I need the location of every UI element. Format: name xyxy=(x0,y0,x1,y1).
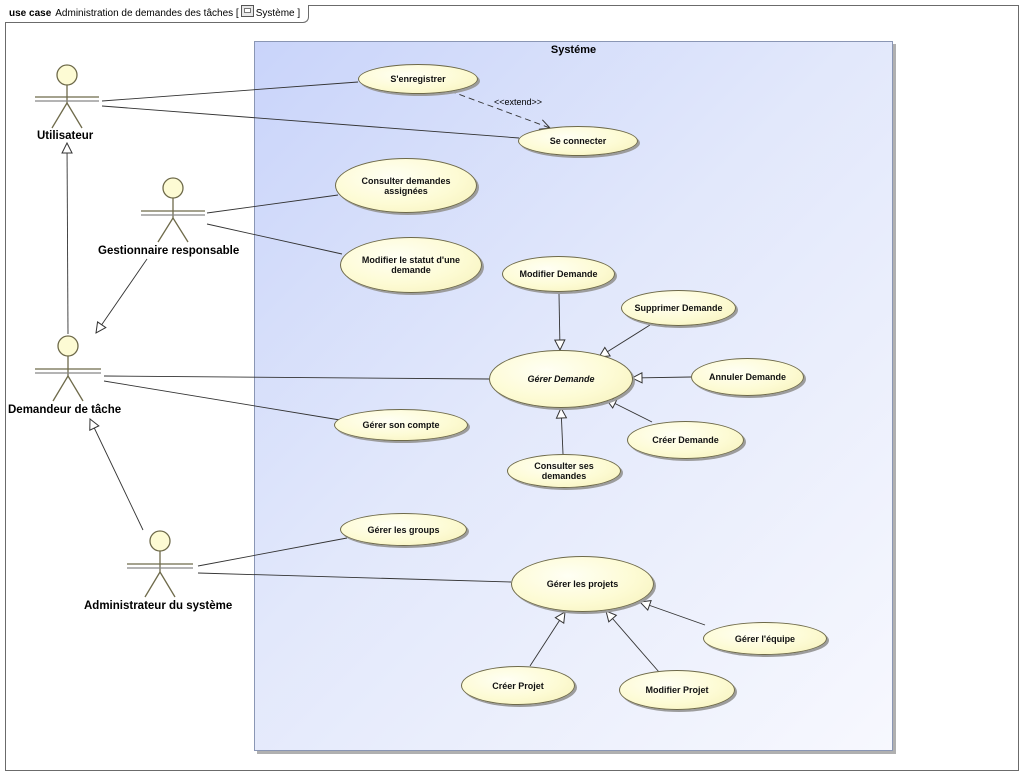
actor-figure-utilisateur[interactable] xyxy=(35,64,99,129)
assoc-gestionnaire-modifierstatut xyxy=(206,223,343,255)
frame-kind: use case xyxy=(9,8,52,19)
extend-stereotype-label: <<extend>> xyxy=(494,97,543,107)
frame-context: Système xyxy=(255,8,295,19)
actor-figure-gestionnaire[interactable] xyxy=(141,177,205,243)
gen-modifierprojet-gererprojets xyxy=(606,611,660,673)
actor-figure-demandeur[interactable] xyxy=(35,335,101,402)
usecase-gerer-les-groups[interactable]: Gérer les groups xyxy=(340,513,467,546)
usecase-gerer-son-compte[interactable]: Gérer son compte xyxy=(334,409,468,441)
gen-creer-gererdemande xyxy=(606,399,653,423)
gen-annuler-gererdemande xyxy=(632,377,692,378)
gen-gestionnaire-demandeur xyxy=(96,258,148,333)
usecase-se-connecter[interactable]: Se connecter xyxy=(518,126,638,156)
assoc-admin-gerergroups xyxy=(197,537,348,567)
usecase-modifier-statut[interactable]: Modifier le statut d'une demande xyxy=(340,237,482,293)
usecase-gerer-equipe[interactable]: Gérer l'équipe xyxy=(703,622,827,655)
package-icon xyxy=(240,5,254,17)
system-boundary-title: Systéme xyxy=(550,44,597,56)
usecase-creer-demande[interactable]: Créer Demande xyxy=(627,421,744,459)
assoc-admin-gererprojets xyxy=(197,572,512,583)
actor-label-administrateur: Administrateur du système xyxy=(84,600,233,612)
actor-label-gestionnaire: Gestionnaire responsable xyxy=(98,245,240,257)
usecase-senregistrer[interactable]: S'enregistrer xyxy=(358,64,478,94)
gen-demandeur-utilisateur xyxy=(67,143,68,335)
gen-modifier-gererdemande xyxy=(559,293,560,350)
assoc-demandeur-gererdemande xyxy=(103,375,490,380)
usecase-annuler-demande[interactable]: Annuler Demande xyxy=(691,358,804,396)
assoc-gestionnaire-consulter xyxy=(206,194,339,214)
actor-figure-administrateur[interactable] xyxy=(127,530,193,598)
usecase-gerer-demande[interactable]: Gérer Demande xyxy=(489,350,633,408)
assoc-demandeur-gerercompte xyxy=(103,380,341,421)
gen-consulter-gererdemande xyxy=(561,408,563,455)
gen-gererequipe-gererprojets xyxy=(640,602,706,626)
frame-title: Administration de demandes des tâches [ xyxy=(55,8,239,19)
actor-label-utilisateur: Utilisateur xyxy=(37,130,94,142)
usecase-consulter-demandes-assignees[interactable]: Consulter demandes assignées xyxy=(335,158,477,213)
gen-creerprojet-gererprojets xyxy=(529,612,565,667)
usecase-gerer-les-projets[interactable]: Gérer les projets xyxy=(511,556,654,612)
usecase-modifier-demande[interactable]: Modifier Demande xyxy=(502,256,615,292)
usecase-supprimer-demande[interactable]: Supprimer Demande xyxy=(621,290,736,326)
actor-label-demandeur: Demandeur de tâche xyxy=(8,404,122,416)
usecase-modifier-projet[interactable]: Modifier Projet xyxy=(619,670,735,710)
extend-senregistrer-seconnecter xyxy=(449,90,550,128)
gen-administrateur-demandeur xyxy=(90,419,144,531)
gen-supprimer-gererdemande xyxy=(599,324,651,357)
usecase-creer-projet[interactable]: Créer Projet xyxy=(461,666,575,705)
assoc-utilisateur-seconnecter xyxy=(101,105,520,139)
usecase-consulter-ses-demandes[interactable]: Consulter ses demandes xyxy=(507,454,621,488)
assoc-utilisateur-senregistrer xyxy=(101,81,359,102)
frame-close-bracket: ] xyxy=(297,8,301,19)
